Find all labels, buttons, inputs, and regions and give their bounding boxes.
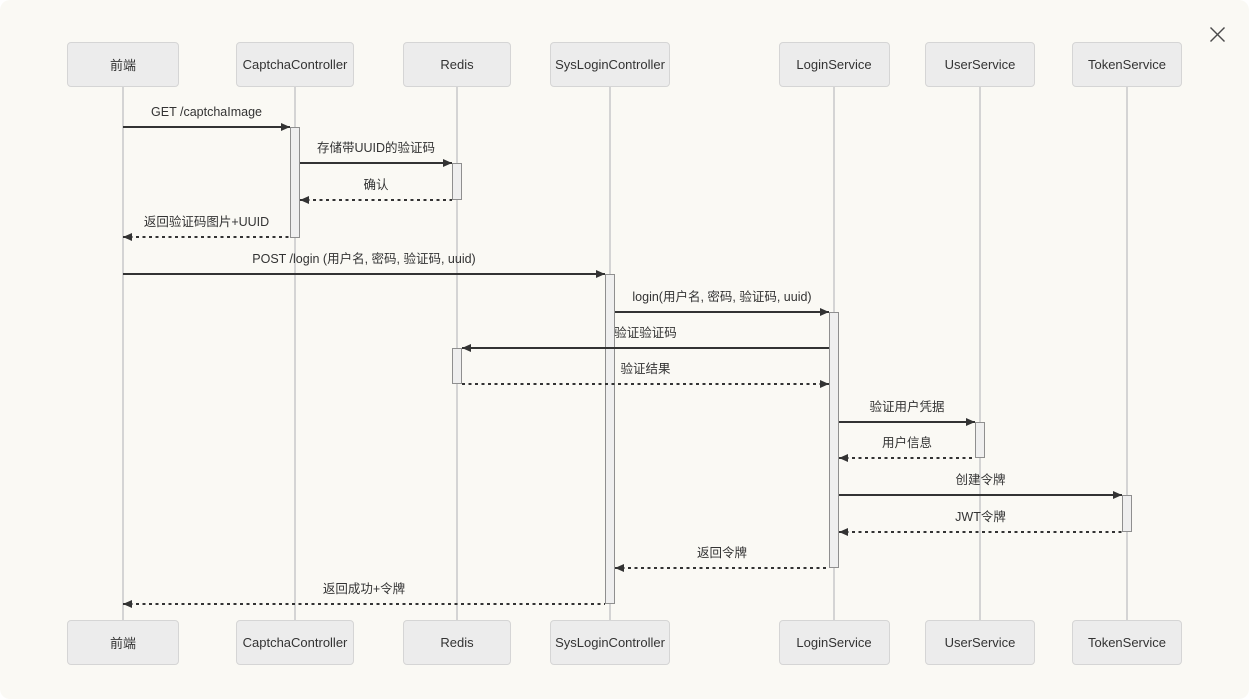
message-label-1: 存储带UUID的验证码 bbox=[316, 141, 436, 155]
lifeline-captcha-controller bbox=[294, 87, 296, 620]
message-label-0: GET /captchaImage bbox=[151, 105, 262, 119]
message-line-6 bbox=[462, 347, 829, 349]
message-label-2: 确认 bbox=[363, 178, 389, 192]
participant-user-service-top: UserService bbox=[925, 42, 1035, 87]
message-label-5: login(用户名, 密码, 验证码, uuid) bbox=[632, 290, 812, 304]
participant-label: SysLoginController bbox=[555, 635, 665, 650]
message-label-7: 验证结果 bbox=[620, 362, 671, 376]
message-label-6: 验证验证码 bbox=[614, 326, 677, 340]
participant-redis-top: Redis bbox=[403, 42, 511, 87]
message-label-12: 返回令牌 bbox=[696, 546, 748, 560]
message-arrowhead-6 bbox=[462, 344, 471, 352]
participant-sys-login-controller-bottom: SysLoginController bbox=[550, 620, 670, 665]
message-arrowhead-12 bbox=[615, 564, 624, 572]
participant-captcha-controller-bottom: CaptchaController bbox=[236, 620, 354, 665]
message-line-3 bbox=[123, 236, 290, 238]
message-line-12 bbox=[615, 567, 829, 569]
message-line-4 bbox=[123, 273, 605, 275]
message-arrowhead-9 bbox=[839, 454, 848, 462]
participant-label: Redis bbox=[440, 57, 474, 72]
message-arrowhead-8 bbox=[966, 418, 975, 426]
message-arrowhead-2 bbox=[300, 196, 309, 204]
activation-bar-redis bbox=[452, 163, 462, 200]
message-line-11 bbox=[839, 531, 1122, 533]
participant-label: CaptchaController bbox=[242, 57, 348, 72]
participant-login-service-top: LoginService bbox=[778, 42, 890, 87]
message-label-10: 创建令牌 bbox=[955, 473, 1006, 487]
activation-bar-sys-login-controller bbox=[605, 274, 615, 604]
message-line-0 bbox=[123, 126, 290, 128]
message-arrowhead-13 bbox=[123, 600, 132, 608]
message-label-13: 返回成功+令牌 bbox=[322, 582, 406, 596]
message-line-7 bbox=[462, 383, 829, 385]
participant-label: LoginService bbox=[796, 635, 872, 650]
participant-token-service-bottom: TokenService bbox=[1072, 620, 1182, 665]
participant-label: TokenService bbox=[1087, 635, 1167, 650]
message-line-8 bbox=[839, 421, 975, 423]
participant-label: UserService bbox=[944, 57, 1016, 72]
message-label-9: 用户信息 bbox=[881, 436, 933, 450]
message-arrowhead-1 bbox=[443, 159, 452, 167]
message-line-2 bbox=[300, 199, 452, 201]
participant-captcha-controller-top: CaptchaController bbox=[236, 42, 354, 87]
message-line-13 bbox=[123, 603, 605, 605]
message-arrowhead-10 bbox=[1113, 491, 1122, 499]
message-line-5 bbox=[615, 311, 829, 313]
message-arrowhead-4 bbox=[596, 270, 605, 278]
participant-label: 前端 bbox=[109, 636, 136, 651]
message-line-10 bbox=[839, 494, 1122, 496]
close-button[interactable] bbox=[1205, 22, 1229, 46]
lifeline-frontend bbox=[122, 87, 124, 620]
message-arrowhead-7 bbox=[820, 380, 829, 388]
participant-label: 前端 bbox=[109, 58, 136, 73]
participant-frontend-top: 前端 bbox=[67, 42, 179, 87]
participant-label: TokenService bbox=[1087, 57, 1167, 72]
message-arrowhead-11 bbox=[839, 528, 848, 536]
message-label-3: 返回验证码图片+UUID bbox=[143, 215, 270, 229]
participant-redis-bottom: Redis bbox=[403, 620, 511, 665]
message-arrowhead-0 bbox=[281, 123, 290, 131]
participant-label: UserService bbox=[944, 635, 1016, 650]
message-arrowhead-3 bbox=[123, 233, 132, 241]
participant-token-service-top: TokenService bbox=[1072, 42, 1182, 87]
activation-bar-redis bbox=[452, 348, 462, 384]
participant-label: SysLoginController bbox=[555, 57, 665, 72]
lifeline-token-service bbox=[1126, 87, 1128, 620]
participant-frontend-bottom: 前端 bbox=[67, 620, 179, 665]
participant-label: CaptchaController bbox=[242, 635, 348, 650]
participant-user-service-bottom: UserService bbox=[925, 620, 1035, 665]
participant-sys-login-controller-top: SysLoginController bbox=[550, 42, 670, 87]
lifeline-user-service bbox=[979, 87, 981, 620]
activation-bar-captcha-controller bbox=[290, 127, 300, 238]
message-line-1 bbox=[300, 162, 452, 164]
message-line-9 bbox=[839, 457, 975, 459]
message-label-8: 验证用户凭据 bbox=[869, 400, 945, 414]
message-arrowhead-5 bbox=[820, 308, 829, 316]
close-icon bbox=[1209, 26, 1225, 42]
activation-bar-login-service bbox=[829, 312, 839, 568]
participant-label: LoginService bbox=[796, 57, 872, 72]
participant-login-service-bottom: LoginService bbox=[778, 620, 890, 665]
message-label-4: POST /login (用户名, 密码, 验证码, uuid) bbox=[252, 252, 476, 266]
message-label-11: JWT令牌 bbox=[955, 510, 1006, 524]
participant-label: Redis bbox=[440, 635, 474, 650]
activation-bar-token-service bbox=[1122, 495, 1132, 532]
activation-bar-user-service bbox=[975, 422, 985, 458]
